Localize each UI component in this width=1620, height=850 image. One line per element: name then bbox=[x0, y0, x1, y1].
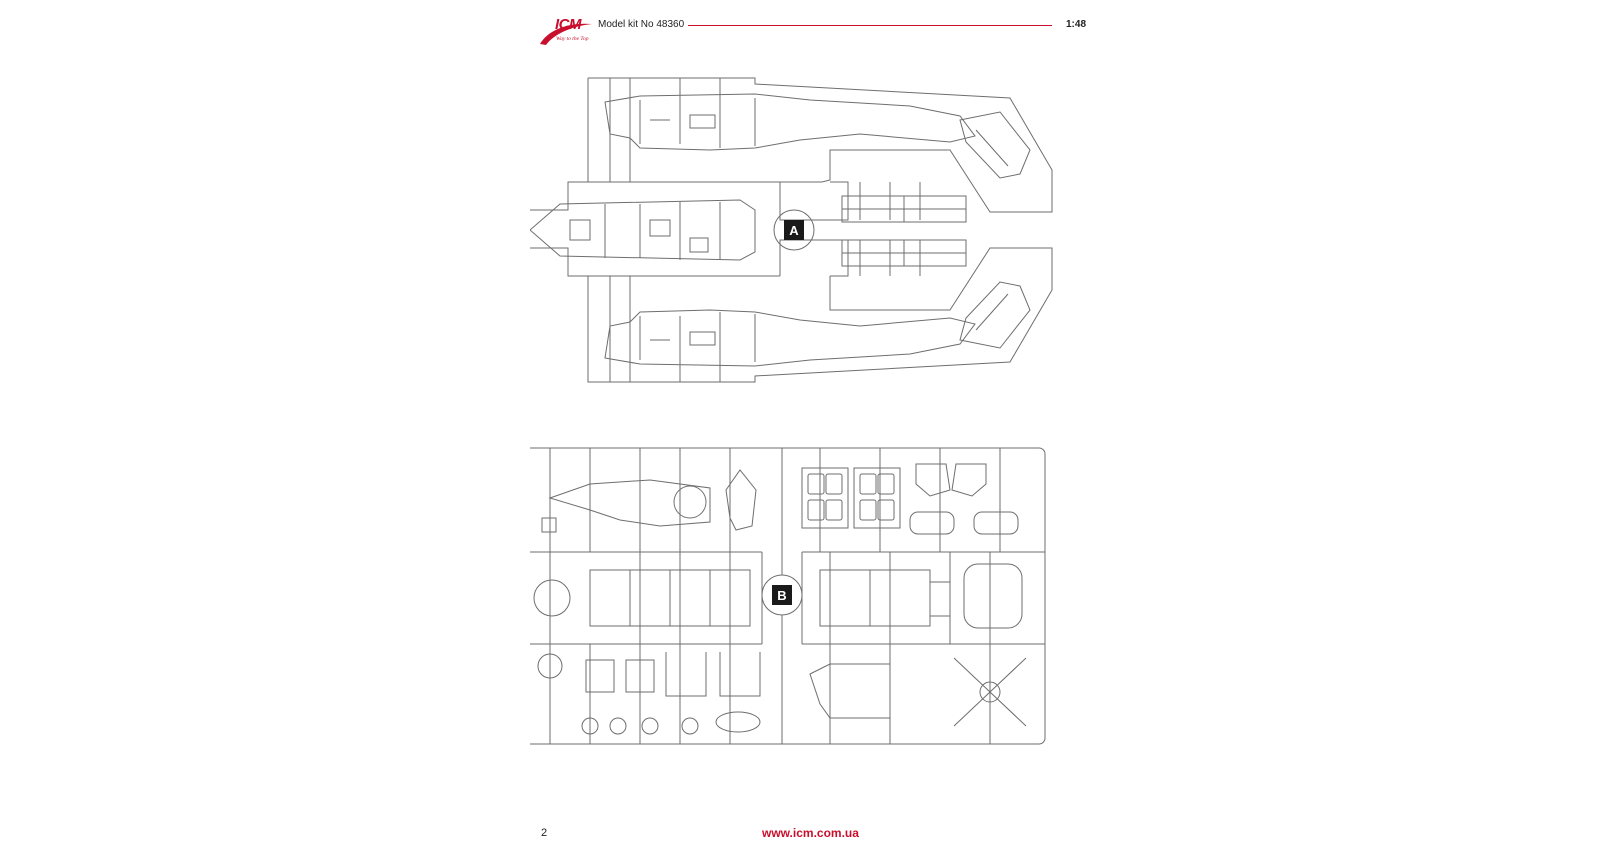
cabin-floor bbox=[530, 199, 756, 261]
part-b-exhaust-1 bbox=[909, 511, 955, 535]
icm-logo: ICM Way to the Top bbox=[538, 14, 596, 48]
sprue-a-frame-top bbox=[530, 77, 1053, 277]
part-b-small-1 bbox=[541, 517, 557, 533]
part-b-seats bbox=[585, 659, 655, 693]
part-b-disc-1 bbox=[581, 717, 599, 735]
header-rule bbox=[688, 25, 1052, 26]
panel-a-2-detail bbox=[842, 240, 966, 266]
sprue-b-badge bbox=[772, 585, 792, 605]
panel-a-1-detail bbox=[842, 196, 966, 222]
part-b-nose bbox=[725, 469, 757, 531]
sprue-b bbox=[530, 447, 1046, 745]
part-b-engine-cowl bbox=[963, 563, 1023, 629]
part-b-window-1 bbox=[801, 467, 849, 529]
part-b-frames bbox=[665, 652, 761, 697]
part-b-disc-3 bbox=[641, 717, 659, 735]
part-b-round-2 bbox=[537, 653, 563, 679]
sprue-diagram: A B bbox=[530, 77, 1053, 745]
fuselage-half-lower bbox=[604, 309, 976, 367]
window-pane-3 bbox=[807, 499, 825, 521]
window-pane-5 bbox=[859, 473, 877, 495]
logo-swoosh-icon bbox=[540, 23, 592, 45]
part-b-cabin-frame bbox=[809, 663, 891, 719]
page-number: 2 bbox=[541, 827, 548, 839]
fuselage-half-upper bbox=[604, 93, 976, 151]
window-pane-4 bbox=[825, 499, 843, 521]
part-b-cabin-walls bbox=[589, 569, 751, 627]
footer-website-link[interactable]: www.icm.com.ua bbox=[762, 826, 859, 840]
sprue-a-gates bbox=[609, 78, 921, 382]
window-pane-8 bbox=[877, 499, 895, 521]
sprue-a-hub bbox=[773, 209, 815, 251]
window-pane-1 bbox=[807, 473, 825, 495]
sprue-b-hub bbox=[761, 574, 803, 616]
part-b-dome bbox=[673, 485, 707, 519]
part-b-window-2 bbox=[853, 467, 901, 529]
window-pane-7 bbox=[859, 499, 877, 521]
kit-title: Model kit No 48360 bbox=[598, 19, 685, 30]
rotor-hub bbox=[953, 657, 1027, 727]
kit-scale: 1:48 bbox=[1066, 19, 1087, 30]
fuselage-lower-detail bbox=[639, 312, 756, 364]
logo-brand: ICM bbox=[555, 16, 582, 33]
cabin-floor-detail bbox=[569, 202, 721, 260]
part-b-round-1 bbox=[533, 579, 571, 617]
part-b-intake bbox=[548, 479, 711, 527]
sprue-a bbox=[530, 77, 1053, 383]
part-b-wheel bbox=[715, 711, 761, 733]
window-pane-2 bbox=[825, 473, 843, 495]
sprue-a-badge bbox=[784, 220, 804, 240]
sprue-a-frame-bottom bbox=[587, 78, 1053, 383]
sprue-b-letter: B bbox=[777, 588, 786, 603]
part-b-exhaust-2 bbox=[973, 511, 1019, 535]
part-b-engine-deck bbox=[819, 569, 951, 627]
window-pane-6 bbox=[877, 473, 895, 495]
part-b-disc-2 bbox=[609, 717, 627, 735]
tail-boom-upper bbox=[959, 111, 1031, 179]
part-b-disc-4 bbox=[681, 717, 699, 735]
sprue-a-mid bbox=[779, 239, 849, 277]
sprue-a-letter: A bbox=[789, 223, 799, 238]
logo-tagline: Way to the Top bbox=[556, 36, 589, 42]
fuselage-upper-detail bbox=[639, 96, 756, 148]
tail-boom-lower bbox=[959, 281, 1031, 349]
part-b-intakes bbox=[915, 463, 987, 497]
